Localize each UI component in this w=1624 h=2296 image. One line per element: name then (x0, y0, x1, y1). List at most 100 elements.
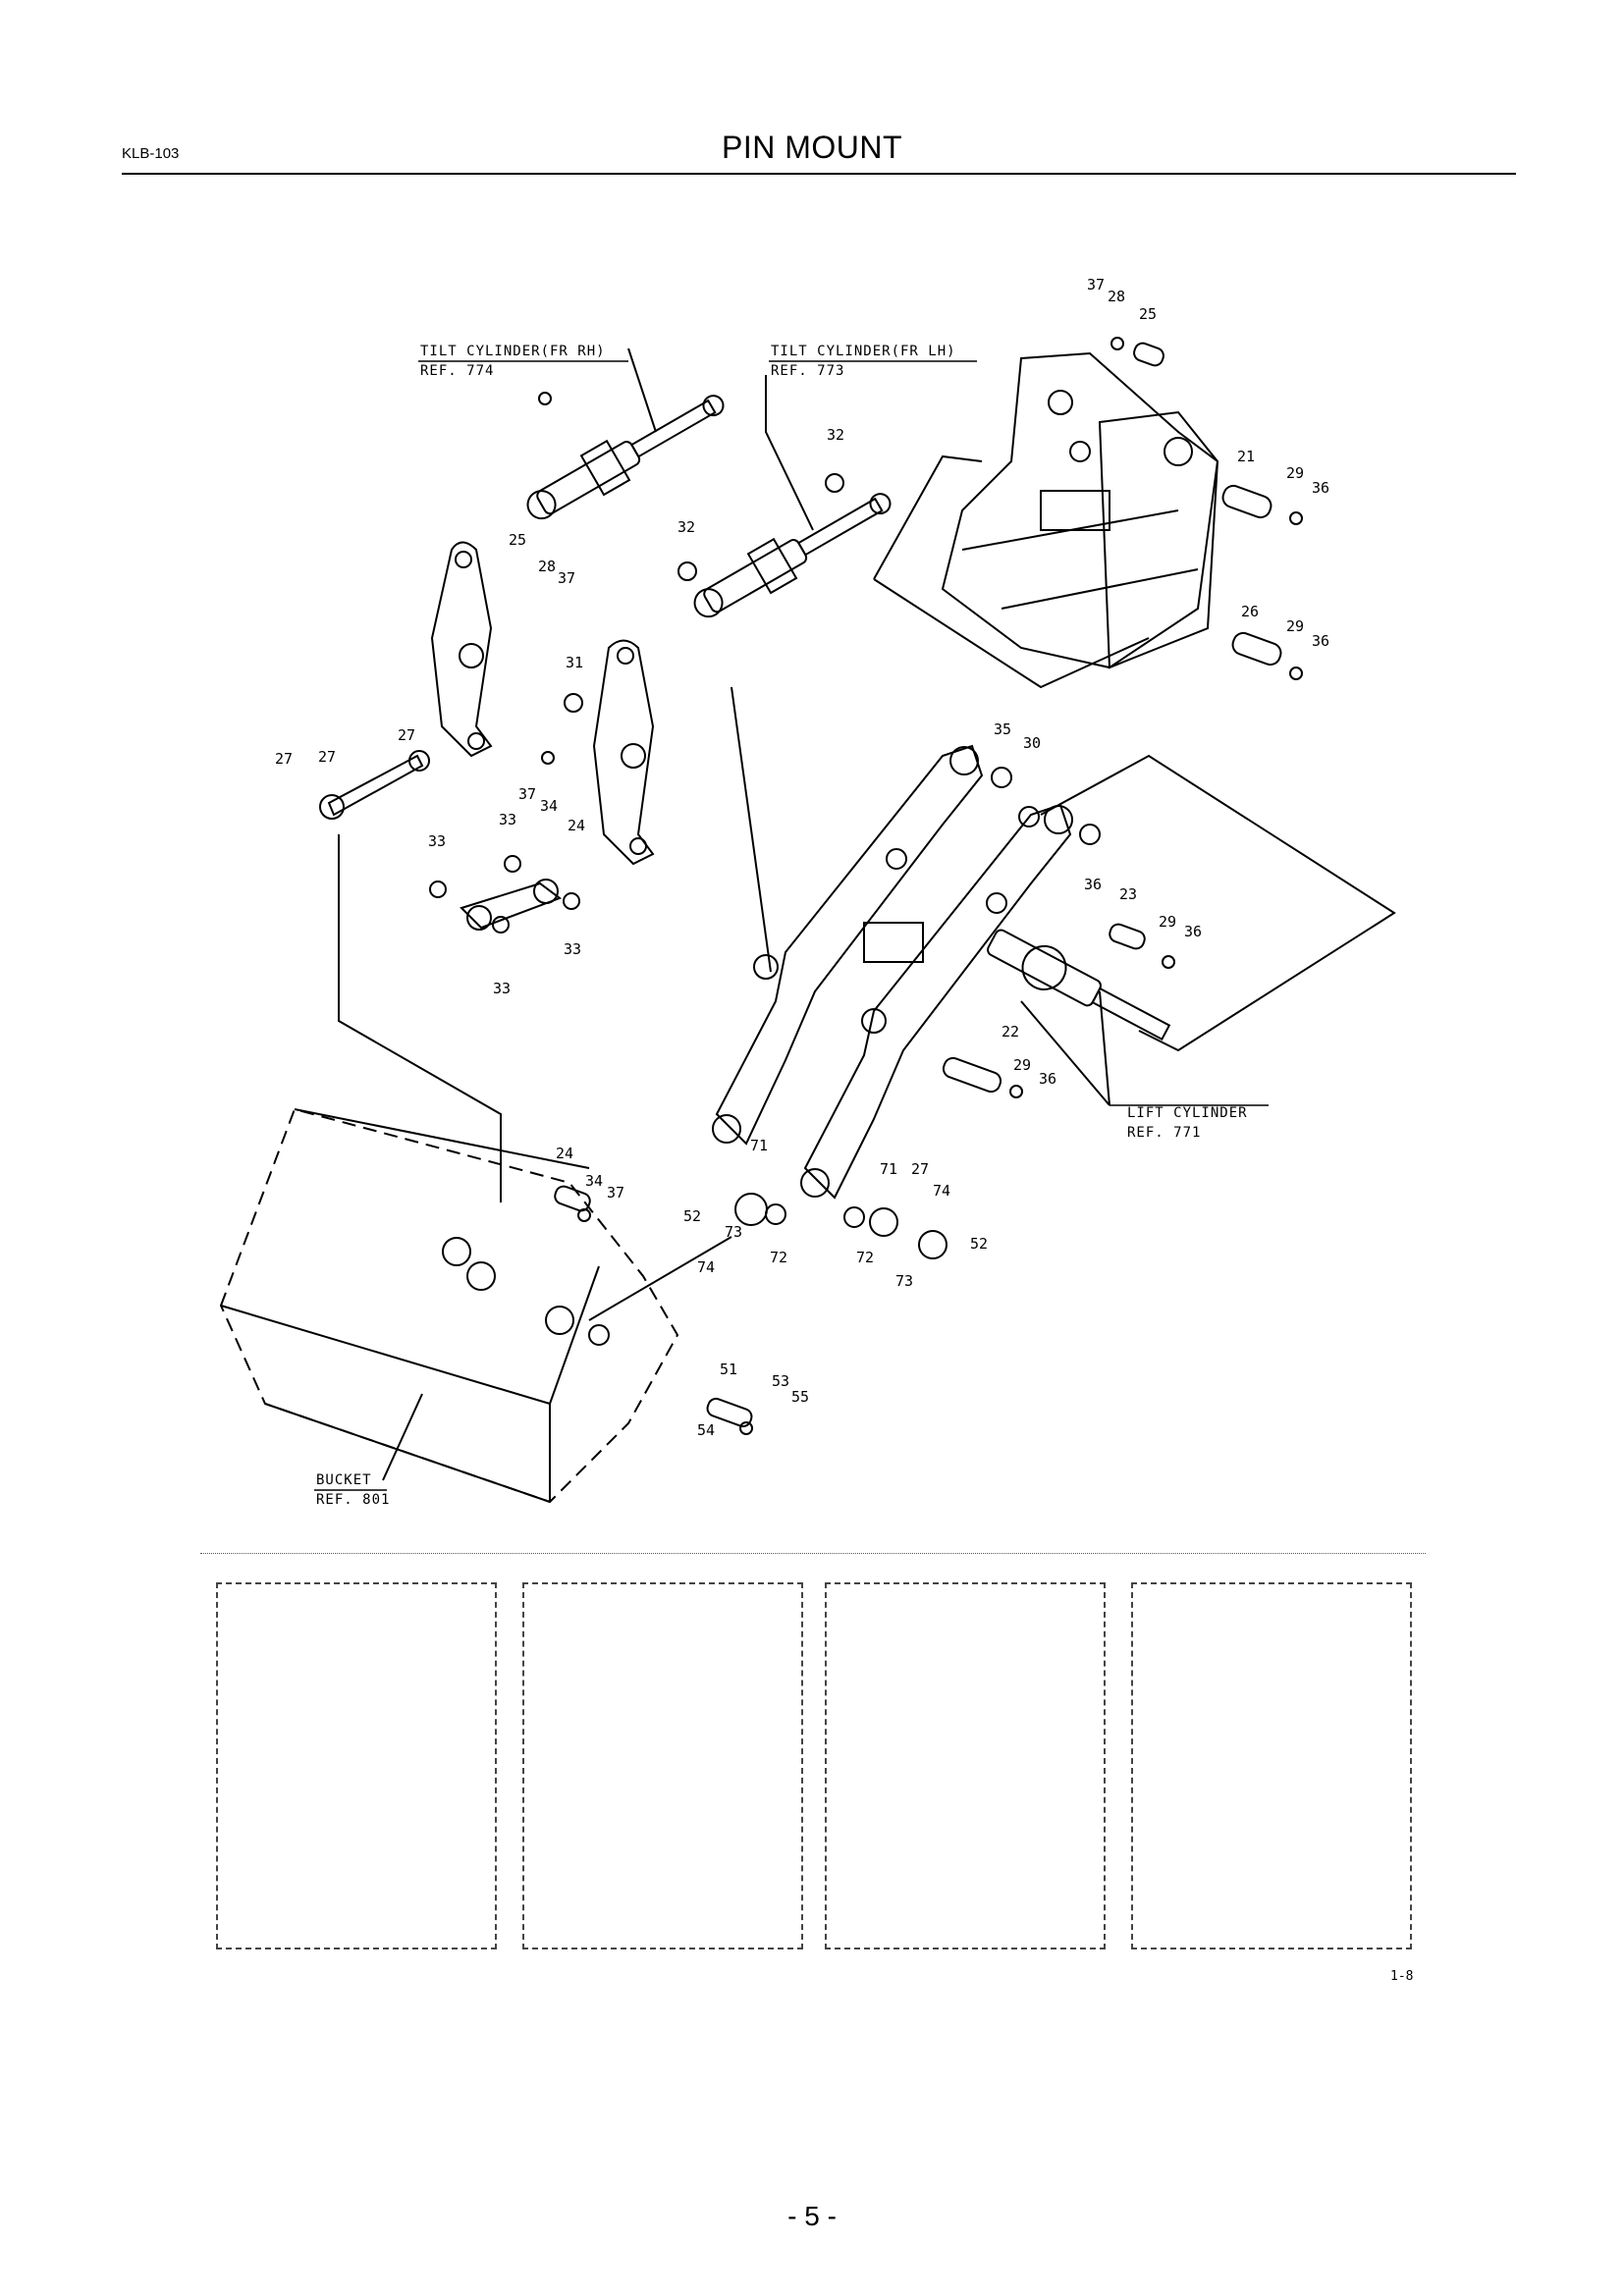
bellcrank (430, 541, 493, 758)
part-number: 71 (750, 1137, 768, 1154)
part-number: 29 (1159, 913, 1176, 931)
boom-rh (800, 803, 1073, 1200)
lift-cylinder-ref: REF. 771 (1127, 1125, 1201, 1141)
part-number: 25 (509, 531, 526, 549)
part-number: 30 (1023, 734, 1041, 752)
guide-line (873, 454, 983, 580)
part-number: 27 (398, 726, 415, 744)
part-number: 33 (428, 832, 446, 850)
part-number: 37 (1087, 276, 1105, 294)
notes-box-3 (825, 1582, 1106, 1949)
pin-51 (706, 1397, 753, 1428)
tilt-cylinder-lh (693, 493, 892, 618)
pin-25 (1133, 342, 1164, 367)
tilt-cylinder-lh-ref: REF. 773 (771, 363, 844, 379)
part-number: 23 (1119, 885, 1137, 903)
part-number: 28 (1108, 288, 1125, 305)
part-number: 32 (827, 426, 844, 444)
tilt-cylinder-rh-label: TILT CYLINDER(FR RH) (420, 344, 606, 359)
bucket (219, 1107, 679, 1504)
part-number: 35 (994, 721, 1011, 738)
part-number: 54 (697, 1421, 715, 1439)
part-number: 72 (770, 1249, 787, 1266)
part-number: 22 (1001, 1023, 1019, 1041)
part-number: 33 (499, 811, 516, 828)
tilt-cylinder-lh-label: TILT CYLINDER(FR LH) (771, 344, 956, 359)
bellcrank-lh (592, 639, 655, 866)
leader-line (765, 375, 814, 531)
leader-line (382, 1393, 423, 1481)
guide-line (873, 578, 1150, 689)
pin-21 (1221, 484, 1272, 519)
part-number: 32 (677, 518, 695, 536)
washers (429, 337, 1303, 1435)
part-number: 29 (1286, 464, 1304, 482)
link-plate (460, 879, 563, 931)
pin-26 (1231, 631, 1282, 667)
notes-box-1 (216, 1582, 497, 1949)
section-divider (200, 1553, 1426, 1554)
part-number: 55 (791, 1388, 809, 1406)
part-number: 24 (568, 817, 585, 834)
cross-tube (863, 922, 924, 963)
guide-line (338, 834, 502, 1202)
lift-cylinder (987, 929, 1171, 1041)
tilt-cylinder-rh-ref: REF. 774 (420, 363, 494, 379)
part-number: 52 (683, 1207, 701, 1225)
part-number: 36 (1184, 923, 1202, 940)
part-number: 27 (911, 1160, 929, 1178)
guide-line (1040, 754, 1396, 1052)
bucket-label: BUCKET (316, 1472, 372, 1488)
page-number: - 5 - (787, 2201, 837, 2231)
part-number: 74 (933, 1182, 950, 1200)
page-title: PIN MOUNT (721, 130, 903, 165)
pin-23 (1109, 923, 1146, 950)
part-number: 36 (1039, 1070, 1056, 1088)
header-rule (122, 173, 1516, 175)
guide-line (731, 686, 772, 973)
tilt-cylinder-rh (526, 395, 725, 520)
part-number: 36 (1084, 876, 1102, 893)
leader-line (1099, 990, 1110, 1106)
part-number: 53 (772, 1372, 789, 1390)
part-number: 28 (538, 558, 556, 575)
leader-line (1020, 1000, 1110, 1106)
part-number: 33 (493, 980, 511, 997)
leader-line (627, 347, 657, 433)
exploded-parts-diagram: TILT CYLINDER(FR RH) REF. 774 TILT CYLIN… (219, 276, 1396, 1508)
sheet-reference: 1-8 (1390, 1969, 1414, 1984)
document-code: KLB-103 (122, 145, 180, 162)
part-number: 24 (556, 1145, 573, 1162)
part-number: 73 (895, 1272, 913, 1290)
part-number: 26 (1241, 603, 1259, 620)
part-number: 37 (518, 785, 536, 803)
guide-line (588, 1236, 732, 1321)
part-number: 33 (564, 940, 581, 958)
part-number: 29 (1286, 617, 1304, 635)
part-number: 27 (275, 750, 293, 768)
part-number: 52 (970, 1235, 988, 1253)
part-number: 34 (540, 797, 558, 815)
part-number: 36 (1312, 632, 1329, 650)
lift-cylinder-label: LIFT CYLINDER (1127, 1105, 1248, 1121)
notes-box-2 (522, 1582, 803, 1949)
part-number: 27 (318, 748, 336, 766)
part-number: 37 (607, 1184, 624, 1201)
part-number: 31 (566, 654, 583, 671)
part-number: 36 (1312, 479, 1329, 497)
bucket-ref: REF. 801 (316, 1492, 390, 1508)
part-number: 25 (1139, 305, 1157, 323)
notes-box-4 (1131, 1582, 1412, 1949)
part-number: 72 (856, 1249, 874, 1266)
part-number: 71 (880, 1160, 897, 1178)
part-number: 21 (1237, 448, 1255, 465)
part-number: 51 (720, 1361, 737, 1378)
part-number: 29 (1013, 1056, 1031, 1074)
part-number: 73 (725, 1223, 742, 1241)
main-frame (941, 351, 1219, 669)
part-number: 37 (558, 569, 575, 587)
tilt-link (319, 750, 430, 820)
part-number: 74 (697, 1258, 715, 1276)
part-number: 34 (585, 1172, 603, 1190)
pin-22 (942, 1056, 1002, 1094)
